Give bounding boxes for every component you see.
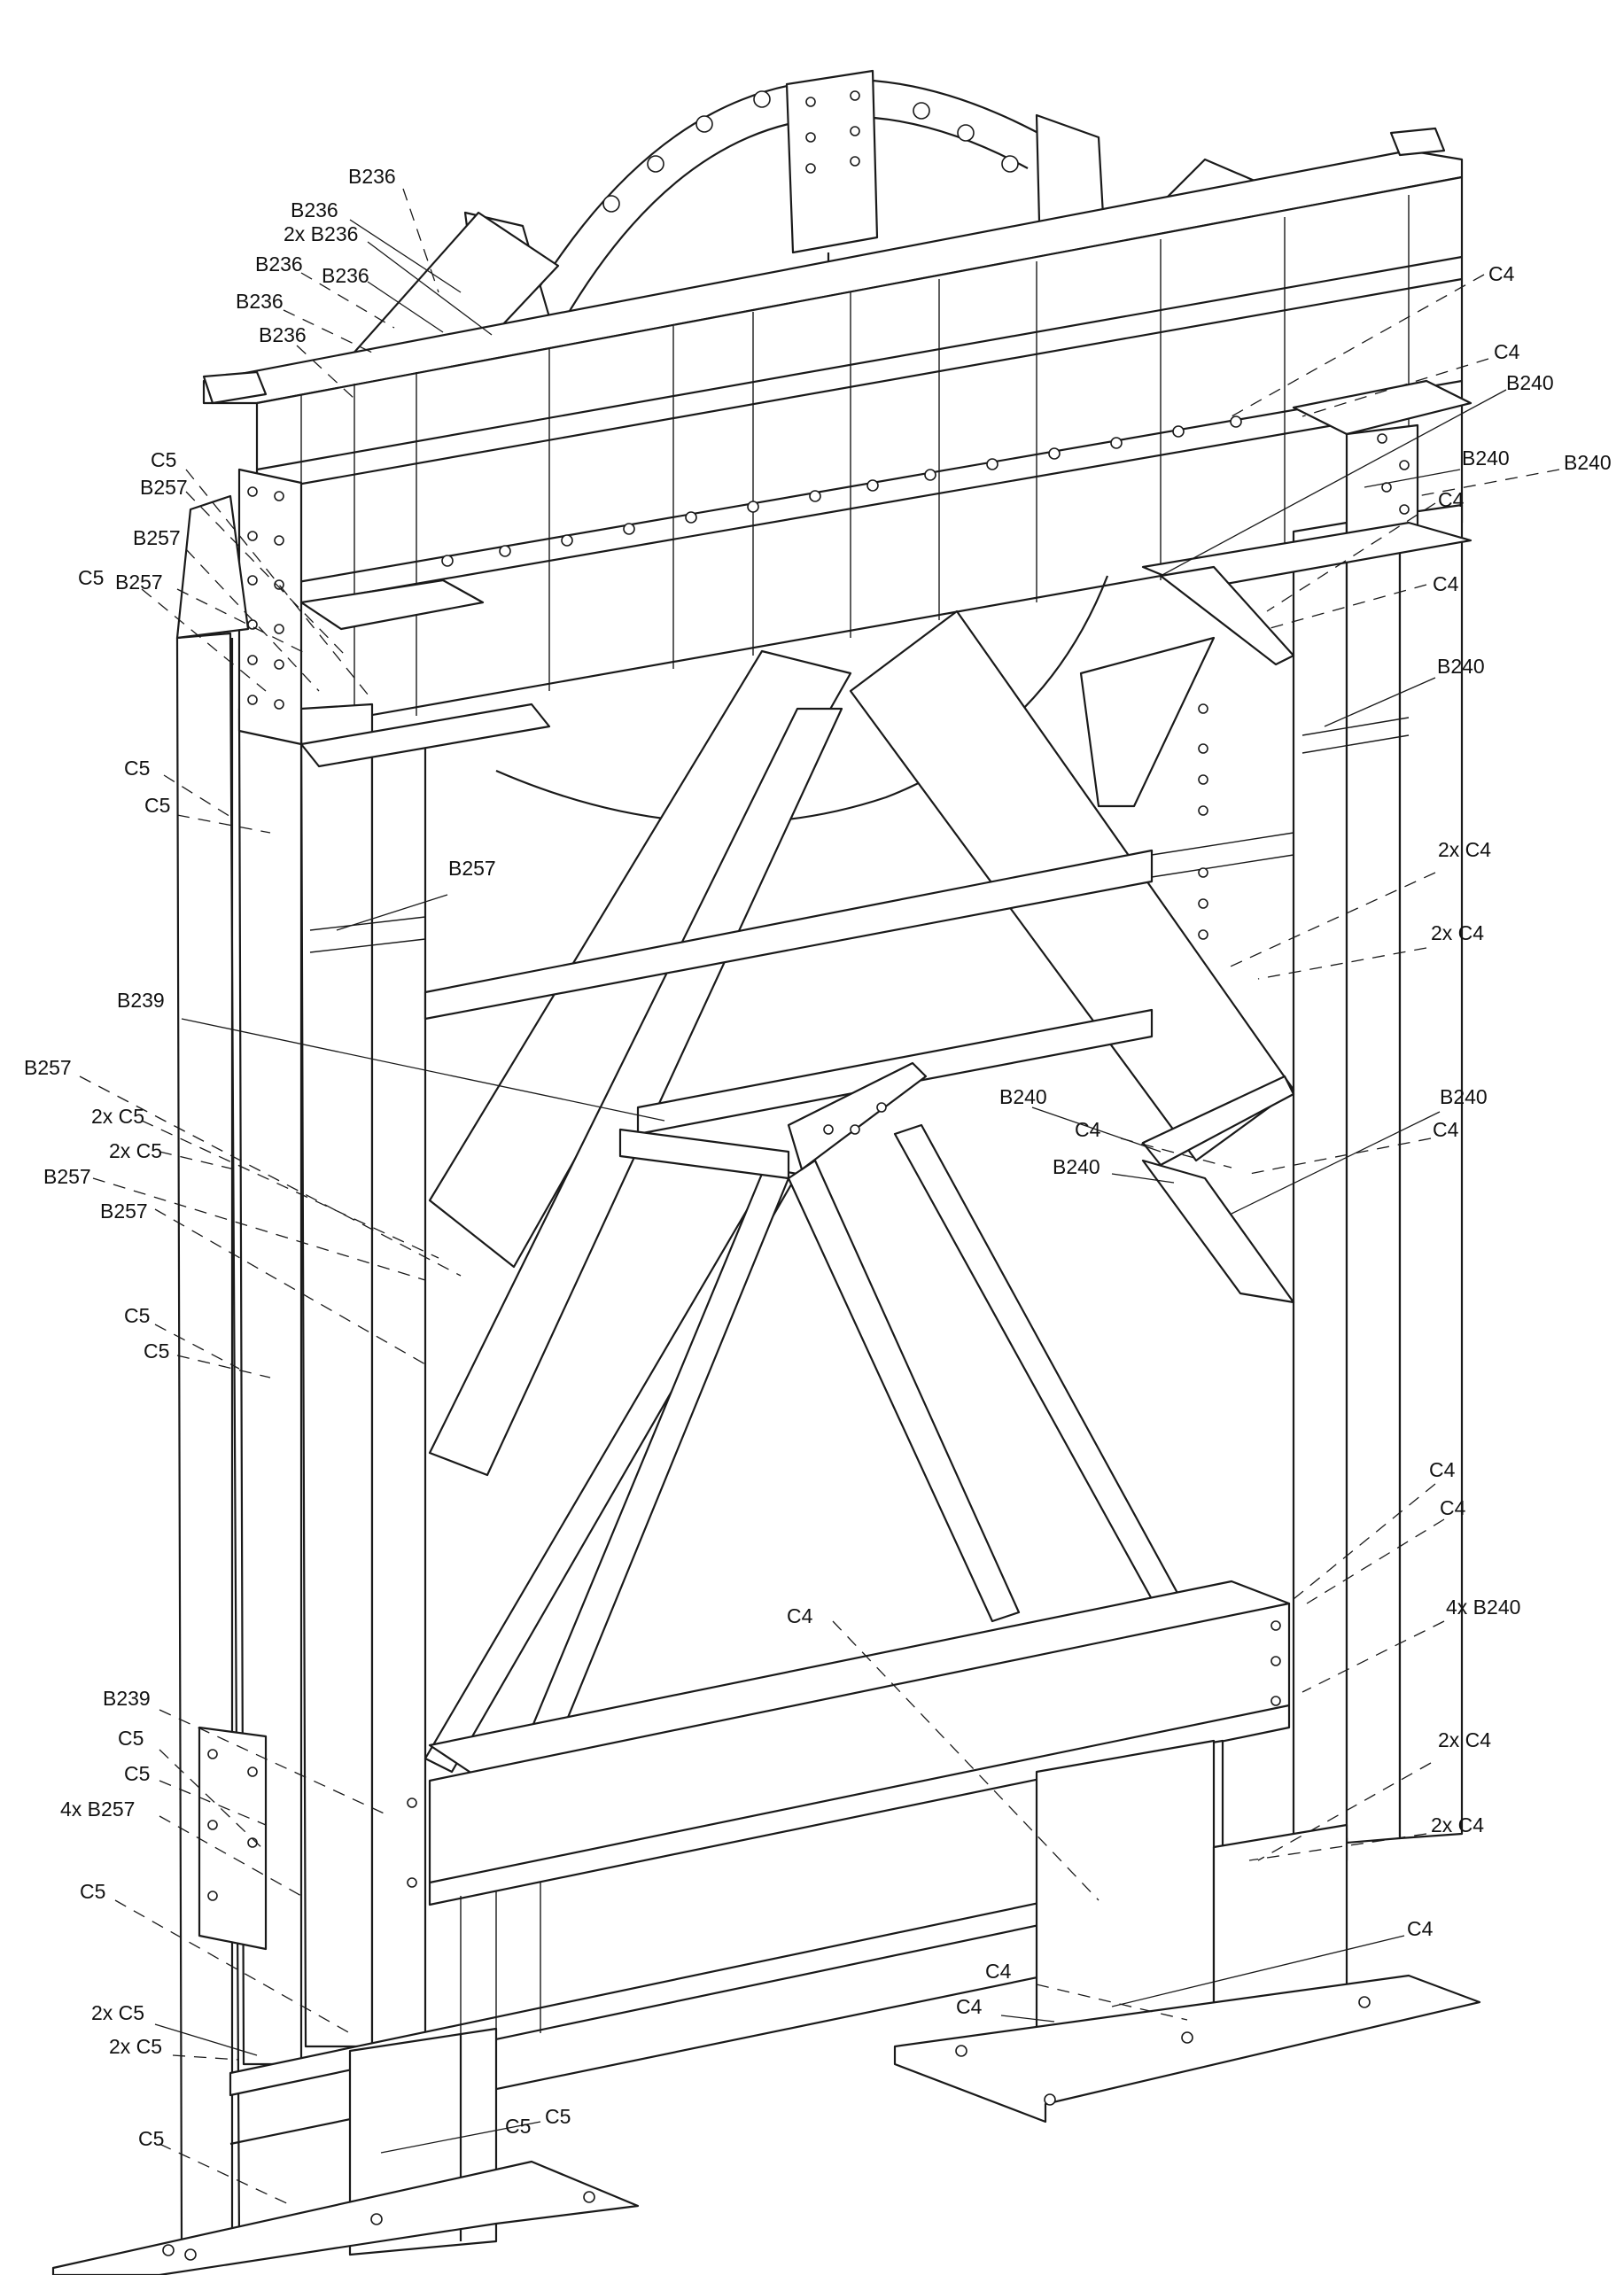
callout-label: C5	[80, 1880, 105, 1903]
callout-label: B236	[259, 323, 307, 346]
top-beam	[202, 127, 1464, 737]
callout-label: C4	[1433, 1118, 1459, 1141]
callout-label: B240	[1437, 655, 1485, 678]
callout-label: B257	[24, 1056, 72, 1079]
right-column-bolts	[1198, 703, 1208, 940]
callout-label: C4	[1433, 572, 1459, 595]
callout-label: C5	[144, 1339, 169, 1363]
callout-label: C4	[787, 1604, 813, 1627]
callout-label: 2x C4	[1431, 921, 1484, 944]
callout-label: B257	[115, 571, 163, 594]
callout-label: B236	[236, 290, 284, 313]
callout-label: C5	[118, 1727, 144, 1750]
lower-horizontal-beam	[407, 1580, 1291, 1906]
callout-label: B257	[448, 857, 496, 880]
callout-label: C5	[124, 1762, 150, 1785]
callout-label: C4	[1438, 488, 1465, 511]
right-top-connection-plate	[1141, 379, 1472, 666]
callout-label: B240	[1462, 446, 1510, 470]
callout-label: 2x C4	[1438, 838, 1491, 861]
callout-label: 2x C4	[1431, 1813, 1484, 1836]
callout-label: B239	[117, 989, 165, 1012]
callout-label: C4	[1407, 1917, 1434, 1940]
callout-label: B257	[133, 526, 181, 549]
callout-label: C5	[124, 1304, 150, 1327]
callout-label: C4	[1429, 1458, 1456, 1481]
callout-label: B240	[1506, 371, 1554, 394]
callout-label: B240	[1440, 1085, 1488, 1108]
callout-label: 4x B257	[60, 1797, 135, 1821]
left-base	[51, 2027, 640, 2275]
callout-label: B240	[1053, 1155, 1100, 1178]
callout-label: C4	[985, 1960, 1012, 1983]
callout-label: C5	[545, 2105, 571, 2128]
callout-label: 4x B240	[1446, 1596, 1520, 1619]
structure	[51, 69, 1481, 2275]
callout-label: B257	[140, 476, 188, 499]
callout-label: C5	[144, 794, 170, 817]
callout-label: 2x C5	[109, 2035, 162, 2058]
callout-label: C5	[124, 757, 150, 780]
callout-label: C5	[151, 448, 176, 471]
callout-label: B240	[1564, 451, 1612, 474]
right-column	[1151, 503, 1464, 1853]
callout-label: 2x C4	[1438, 1728, 1491, 1751]
callout-label: B236	[348, 165, 396, 188]
callout-label: B236	[322, 264, 369, 287]
callout-label: B236	[255, 252, 303, 276]
callout-label: B240	[999, 1085, 1047, 1108]
callout-label: B257	[100, 1200, 148, 1223]
lower-arch	[495, 575, 1109, 824]
callout-label: C4	[1440, 1496, 1466, 1519]
left-column	[175, 632, 427, 2248]
callout-label: 2x B236	[284, 222, 358, 245]
callout-label: C5	[138, 2127, 164, 2150]
callout-label: B236	[291, 198, 338, 221]
callout-label: C4	[956, 1995, 983, 2018]
callout-label: C5	[505, 2115, 531, 2138]
left-splice-plate	[198, 1726, 268, 1951]
callout-label: C4	[1075, 1118, 1101, 1141]
left-top-connection-plate	[175, 468, 551, 768]
callout-label: B257	[43, 1165, 91, 1188]
callout-label: 2x C5	[109, 1139, 162, 1162]
callout-label: 2x C5	[91, 2001, 144, 2024]
callout-label: B239	[103, 1687, 151, 1710]
right-brace-end-plate	[1141, 1075, 1295, 1304]
callout-label: C4	[1488, 262, 1515, 285]
center-gusset	[618, 1061, 928, 1180]
callout-label: C4	[1494, 340, 1520, 363]
callout-labels: B236 B236 2x B236 B236 B236 B236 B236 C5…	[24, 165, 1612, 2150]
right-base	[893, 1739, 1481, 2124]
callout-label: C5	[78, 566, 104, 589]
callout-label: 2x C5	[91, 1105, 144, 1128]
leader-lines	[79, 188, 1560, 2207]
